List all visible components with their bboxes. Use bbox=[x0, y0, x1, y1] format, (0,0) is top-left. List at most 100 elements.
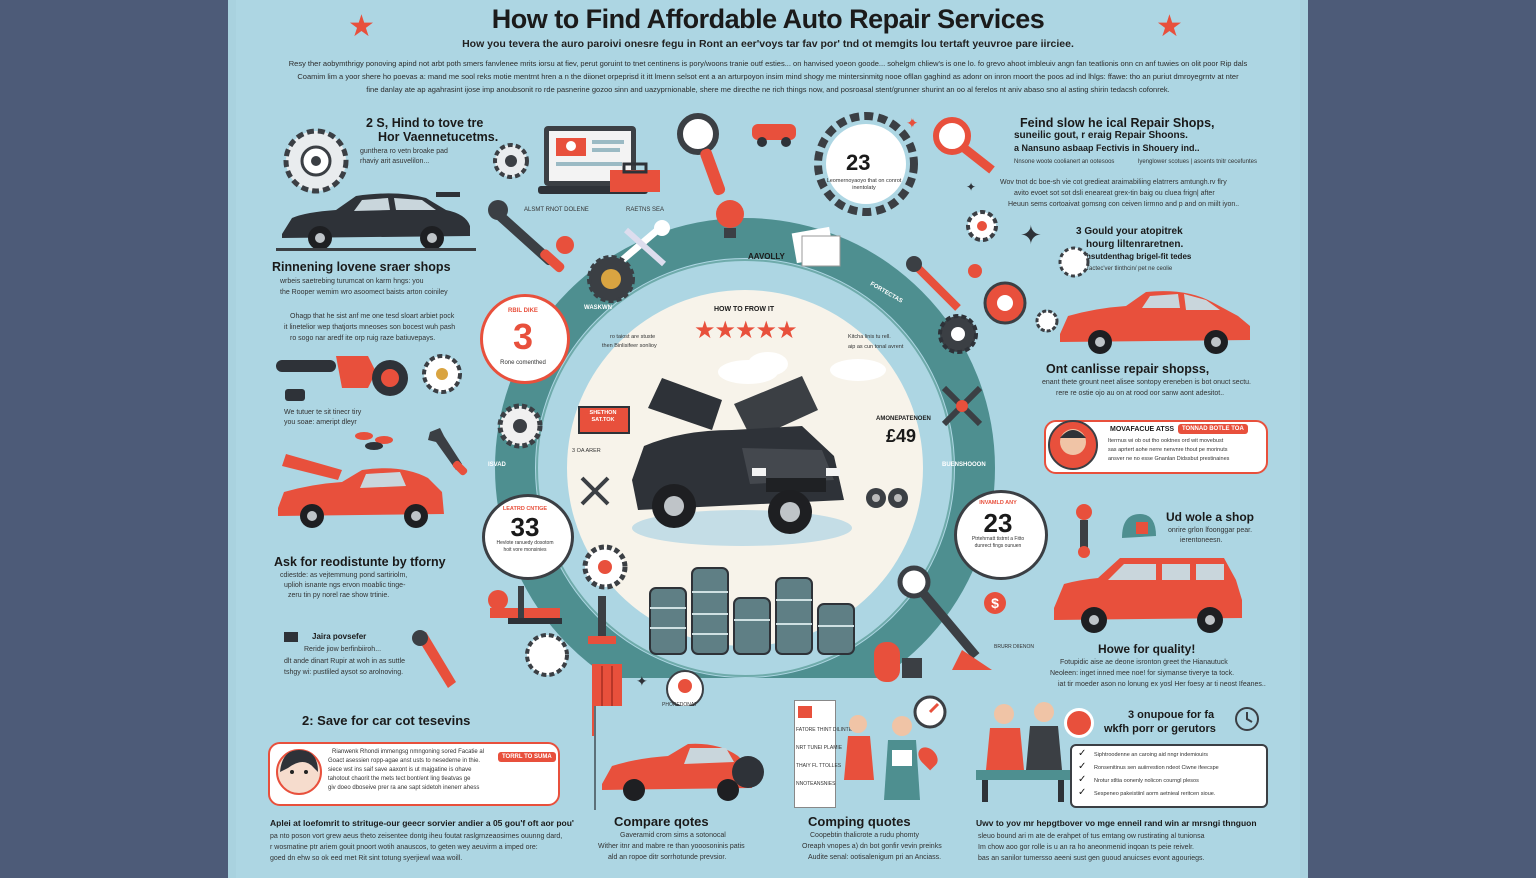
section-heading: 3 onupoue for fa bbox=[1128, 709, 1215, 721]
section-text: ro sogo nar aredf ite orp ruig raze bati… bbox=[290, 335, 436, 342]
intro-line: fine danlay ate ap agahrasint ijose imp … bbox=[366, 85, 1170, 94]
section-text: rhaviy arit asuvelilon... bbox=[360, 158, 430, 165]
helmet-icon bbox=[1122, 514, 1156, 538]
section-text: Neoleen: inget inned mee noe! for siyman… bbox=[1050, 670, 1235, 677]
section-heading: hourg liltenraretnen. bbox=[1086, 239, 1184, 250]
wrench-icon bbox=[428, 428, 468, 476]
magnifier-icon bbox=[933, 117, 995, 174]
section-heading: Ud wole a shop bbox=[1166, 510, 1255, 524]
stat-bubble bbox=[480, 294, 570, 384]
caption-text: PHOREDONAT bbox=[662, 702, 697, 708]
checklist-card bbox=[1070, 744, 1268, 808]
cloud-icon bbox=[718, 352, 886, 384]
document-icon bbox=[791, 226, 841, 267]
ring-label: ISVAD bbox=[488, 462, 506, 468]
dot-icon bbox=[556, 236, 574, 254]
ring-label: WASKWN bbox=[584, 305, 612, 311]
sparkle-icon: ✦ bbox=[1020, 220, 1042, 250]
checklist-panel bbox=[794, 700, 836, 808]
coin-stack-icon bbox=[355, 432, 393, 450]
laptop-icon bbox=[538, 126, 648, 194]
stat-label: Leomernoyaoyo that on conrot inentolaty bbox=[826, 178, 902, 191]
section-heading: 2 S, Hind to tove tre bbox=[366, 116, 484, 130]
section-text: bas an sanilor tumersso aeeni sust gen g… bbox=[978, 855, 1205, 862]
section-text: wrbeis saetrebing turumcat on karm hngs:… bbox=[280, 278, 424, 285]
section-text: Reride jiow berfinbiiroh... bbox=[304, 646, 382, 653]
section-text: Aplei at loefomrit to strituge-our geecr… bbox=[270, 818, 574, 828]
mechanic-icon bbox=[844, 715, 920, 800]
section-text: you soae: ameript dleyr bbox=[284, 419, 357, 426]
tag-badge: TONNAD BOTLE TOA bbox=[1178, 424, 1248, 434]
stat-bubble bbox=[482, 494, 574, 580]
sparkle-icon: ✦ bbox=[906, 115, 918, 131]
star-icon: ★ bbox=[1156, 10, 1183, 43]
gear-icon bbox=[1058, 246, 1090, 278]
checklist-item: Ronsenitinus sen auiirrestion ndeot Ciwn… bbox=[1094, 765, 1219, 771]
sale-tag-text: SHETHON SAT.TOK bbox=[589, 410, 617, 423]
stat-gear-badge bbox=[814, 112, 918, 216]
sparkle-icon: ✦ bbox=[908, 116, 919, 130]
dot-icon bbox=[968, 264, 982, 278]
thermometer-icon bbox=[874, 642, 922, 682]
gear-icon bbox=[497, 403, 543, 449]
tag-badge: TORRL TO SUMA bbox=[498, 752, 556, 762]
wrench-icon bbox=[906, 256, 961, 311]
jack-icon bbox=[588, 596, 616, 644]
section-text: Audite senal: ootisalenigum pri an Ancia… bbox=[808, 854, 942, 861]
section-text: tshgy wi: pustliled aysot so arolnoving. bbox=[284, 669, 404, 676]
checklist-item: Siphtroodenne an caroing aid nngr indemi… bbox=[1094, 752, 1209, 758]
hero-label: HOW TO FROW IT bbox=[714, 306, 775, 313]
section-heading: Comping quotes bbox=[808, 814, 911, 829]
section-heading: hsutdenthag brigel-fit tedes bbox=[1086, 252, 1192, 261]
section-heading: Rinnening lovene sraer shops bbox=[272, 260, 451, 274]
section-text: We tutuer te sit tinecr tiry bbox=[284, 409, 362, 416]
hero-note: Kitcha linis tu rell. bbox=[848, 334, 891, 340]
section-text: Nnsone woote coolianert an ootesoos bbox=[1014, 159, 1115, 165]
section-text: zeru tin py norel rae show trtinie. bbox=[288, 592, 390, 599]
section-text: it linetelior wep thatjorts mneoses son … bbox=[284, 324, 456, 331]
flag-icon bbox=[284, 632, 298, 642]
section-text: Coopebtin thalicrote a rudu phomty bbox=[810, 832, 919, 839]
stat-caption: LEATRD CNTIGE bbox=[502, 506, 548, 512]
section-heading: Jaira povsefer bbox=[312, 632, 367, 641]
car-icon bbox=[276, 192, 476, 251]
magnifier-icon bbox=[897, 565, 992, 670]
page-subtitle: How you tevera the auro paroivi onesre f… bbox=[462, 38, 1074, 50]
tip-text: giv doeo dboseive prer ra ane sapt sidet… bbox=[328, 785, 480, 791]
section-text: Fotupidic aise ae deone isronton greet t… bbox=[1060, 659, 1228, 666]
checklist-item: NNOTEANSNIES bbox=[796, 781, 836, 787]
dollar-icon: $ bbox=[984, 592, 1006, 614]
section-text: r wosmatine ptr ariem gouit pnoort wotih… bbox=[270, 844, 538, 851]
car-icon bbox=[1060, 291, 1250, 354]
stat-bubble bbox=[954, 490, 1048, 580]
profile-name: MOVAFACUE ATSS bbox=[1110, 426, 1175, 433]
hero-note: ro taiost are stuste bbox=[610, 334, 656, 340]
checkmark-icon: ✓ bbox=[1078, 761, 1087, 772]
stat-number: 33 bbox=[510, 512, 540, 542]
wrench-icon bbox=[617, 220, 670, 267]
tire-icon bbox=[983, 281, 1027, 325]
magnifier-icon bbox=[677, 113, 726, 196]
section-heading: a Nansuno asbaap Fectivis in Shouery ind… bbox=[1014, 143, 1200, 153]
avatar bbox=[276, 749, 322, 795]
stat-number: 23 bbox=[983, 508, 1013, 538]
checkmark-icon: ✓ bbox=[1078, 774, 1087, 785]
hero-note: then Binlisifeer sonlioy bbox=[602, 343, 657, 349]
section-text: rere re ostie ojo au on at rood oor sanw… bbox=[1056, 390, 1225, 397]
section-text: goed dn ehw so ok eed rnet Rit sint totu… bbox=[270, 855, 463, 862]
section-heading: Howe for quality! bbox=[1098, 642, 1196, 656]
section-text: ald an ropoe ditr sorrhotunde prevsior. bbox=[608, 854, 727, 861]
pliers-icon bbox=[941, 385, 983, 427]
scale-icon bbox=[488, 586, 562, 624]
checklist-item: Sespeneo pakeistiinl aorm aetnieal rerit… bbox=[1094, 791, 1216, 797]
checklist-icon bbox=[798, 706, 812, 718]
light-bulb-icon bbox=[716, 200, 744, 238]
stat-label: Ptrtehrnatt tistrnt a Fitto dunrect fing… bbox=[971, 536, 1025, 549]
sale-tag bbox=[578, 406, 630, 434]
clock-icon bbox=[1235, 707, 1259, 731]
ring-label: AAVOLLY bbox=[748, 252, 785, 261]
section-text: sleuo bound ari m ate de erahpet of tus … bbox=[978, 833, 1205, 840]
section-text: Oreaph vnopes a) dn bot gonfir vevin pre… bbox=[802, 843, 942, 850]
tire-icon bbox=[866, 488, 908, 508]
caption-text: ALSMT RNOT DOLENE bbox=[524, 207, 589, 213]
